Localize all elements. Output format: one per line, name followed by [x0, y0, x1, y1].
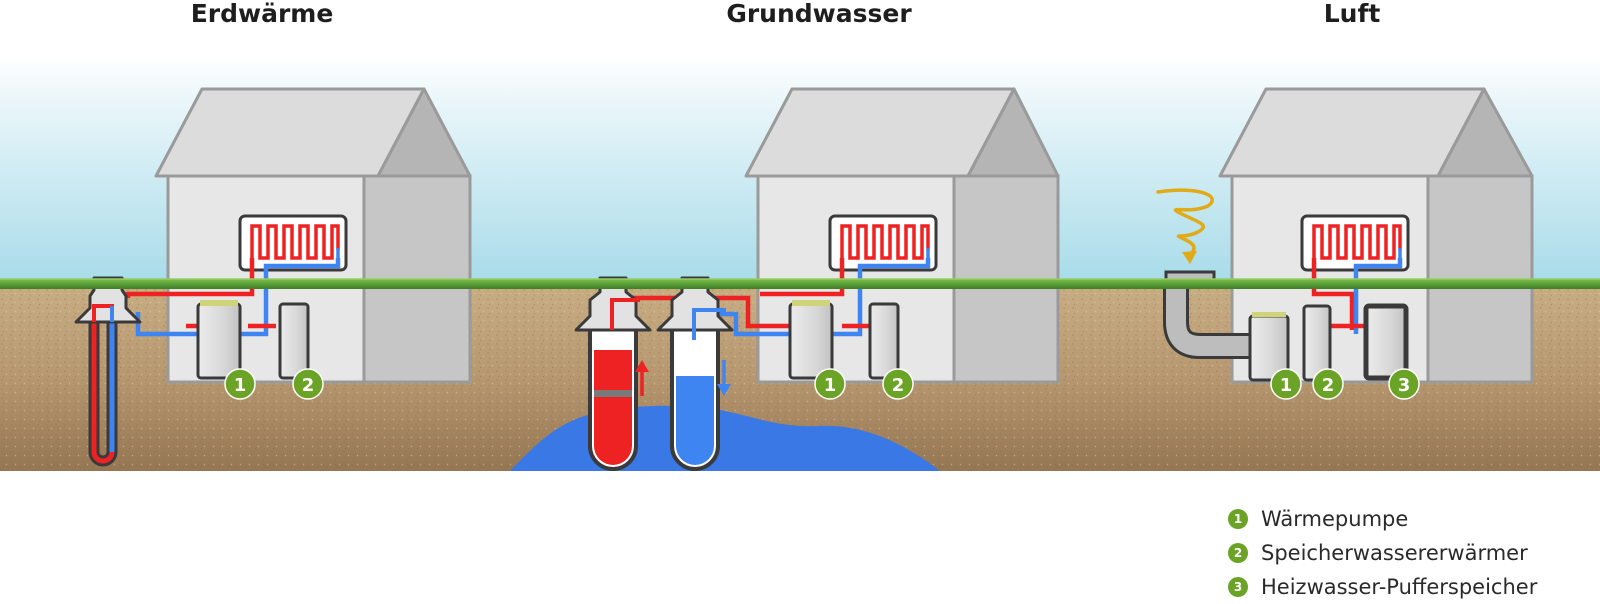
legend-item-heat-pump: 1 Wärmepumpe	[1228, 502, 1598, 536]
heat-pump-erdwaerme	[196, 300, 242, 380]
water-heater-erdwaerme	[278, 302, 310, 380]
badge-heat-pump-erdwaerme: 1	[224, 368, 256, 400]
badge-water-heater-luft: 2	[1312, 368, 1344, 400]
ground-probe-erdwaerme	[74, 276, 142, 467]
svg-text:2: 2	[1322, 375, 1335, 396]
title-luft: Luft	[1324, 0, 1381, 28]
title-grundwasser: Grundwasser	[726, 0, 912, 28]
legend-item-buffer-tank: 3 Heizwasser-Pufferspeicher	[1228, 570, 1598, 604]
air-swirl-icon	[1156, 188, 1214, 264]
house-erdwaerme	[154, 87, 472, 384]
svg-text:3: 3	[1398, 375, 1411, 396]
badge-water-heater-erdwaerme: 2	[292, 368, 324, 400]
badge-heat-pump-grundwasser: 1	[814, 368, 846, 400]
legend-badge-3: 3	[1228, 577, 1248, 597]
legend: 1 Wärmepumpe 2 Speicherwassererwärmer 3 …	[1228, 502, 1598, 604]
buffer-tank-luft	[1363, 303, 1409, 381]
svg-text:2: 2	[302, 375, 315, 396]
legend-item-water-heater: 2 Speicherwassererwärmer	[1228, 536, 1598, 570]
radiator-grundwasser	[828, 214, 938, 272]
svg-text:1: 1	[1280, 375, 1293, 396]
heat-pump-luft	[1248, 312, 1290, 382]
svg-text:1: 1	[824, 375, 837, 396]
radiator-luft	[1300, 214, 1410, 272]
heat-pump-grundwasser	[788, 300, 834, 380]
radiator-erdwaerme	[238, 214, 348, 272]
arrow-up-icon	[635, 360, 649, 396]
grass-strip	[0, 279, 1600, 289]
badge-buffer-tank-luft: 3	[1388, 368, 1420, 400]
legend-label-water-heater: Speicherwassererwärmer	[1261, 541, 1528, 565]
legend-label-buffer-tank: Heizwasser-Pufferspeicher	[1261, 575, 1538, 599]
legend-label-heat-pump: Wärmepumpe	[1261, 507, 1409, 531]
arrow-down-icon	[717, 360, 731, 396]
svg-text:2: 2	[892, 375, 905, 396]
extraction-well	[574, 276, 652, 471]
legend-badge-2: 2	[1228, 543, 1248, 563]
legend-badge-1: 1	[1228, 509, 1248, 529]
badge-heat-pump-luft: 1	[1270, 368, 1302, 400]
water-heater-grundwasser	[868, 302, 900, 380]
badge-water-heater-grundwasser: 2	[882, 368, 914, 400]
svg-text:1: 1	[234, 375, 247, 396]
return-well	[656, 276, 734, 471]
title-erdwaerme: Erdwärme	[191, 0, 334, 28]
